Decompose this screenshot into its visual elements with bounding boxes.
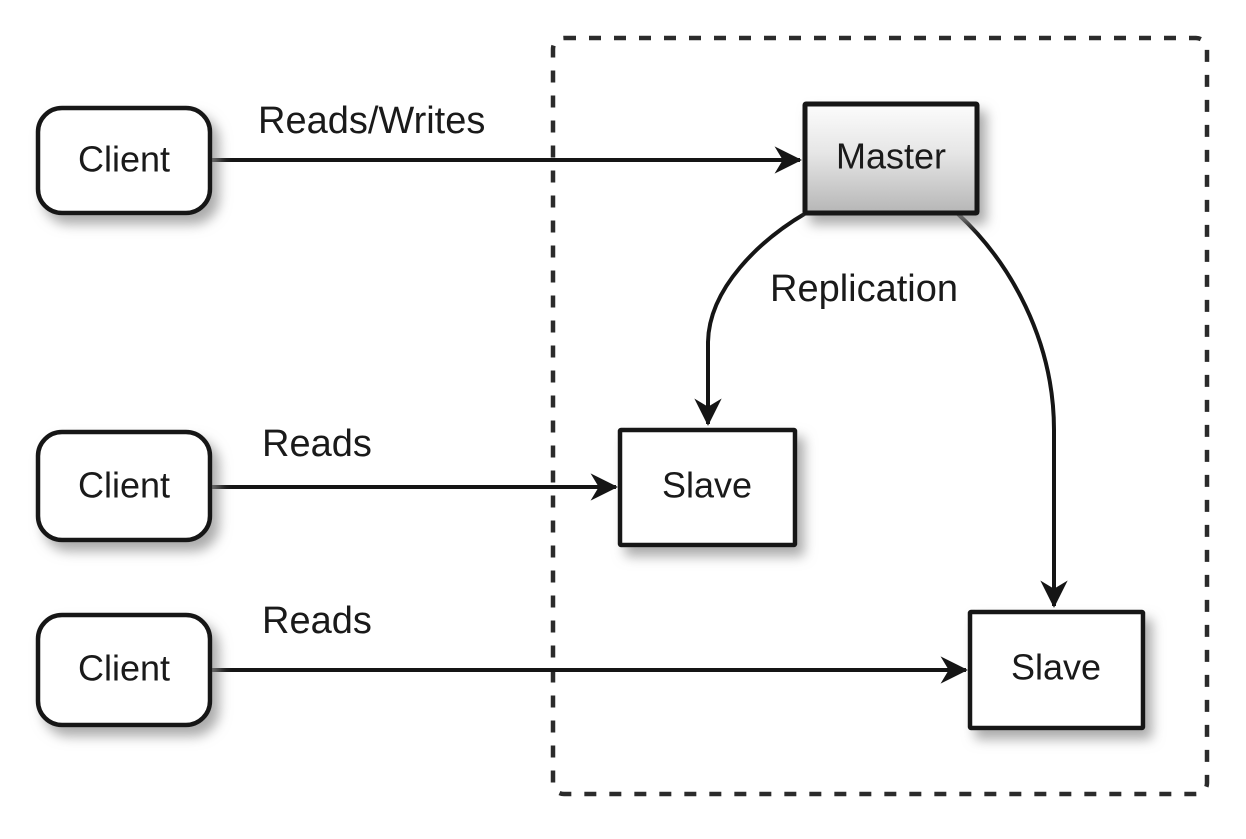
node-master[interactable]: Master (802, 101, 980, 216)
client-bottom-box[interactable] (35, 612, 213, 728)
master-box[interactable] (802, 101, 980, 216)
client-bottom-label: Client (78, 648, 170, 689)
edge-label-replication: Replication (770, 268, 958, 310)
node-client-bottom[interactable]: Client (35, 612, 213, 728)
edge-label-reads-bottom: Reads (262, 600, 372, 642)
node-client-middle[interactable]: Client (35, 429, 213, 543)
node-client-top[interactable]: Client (35, 105, 213, 216)
slave-bottom-box[interactable] (967, 609, 1146, 731)
slave-top-box[interactable] (617, 427, 798, 548)
client-top-label: Client (78, 139, 170, 180)
master-label: Master (836, 136, 946, 177)
node-slave-top[interactable]: Slave (617, 427, 798, 548)
client-top-box[interactable] (35, 105, 213, 216)
client-middle-label: Client (78, 465, 170, 506)
edge-master-slave-bottom (956, 212, 1068, 608)
node-slave-bottom[interactable]: Slave (967, 609, 1146, 731)
slave-top-label: Slave (662, 465, 752, 506)
edge-label-reads-middle: Reads (262, 423, 372, 465)
edge-label-reads-writes: Reads/Writes (258, 100, 485, 142)
edge-master-slave-top (694, 211, 808, 426)
slave-bottom-label: Slave (1011, 647, 1101, 688)
client-middle-box[interactable] (35, 429, 213, 543)
